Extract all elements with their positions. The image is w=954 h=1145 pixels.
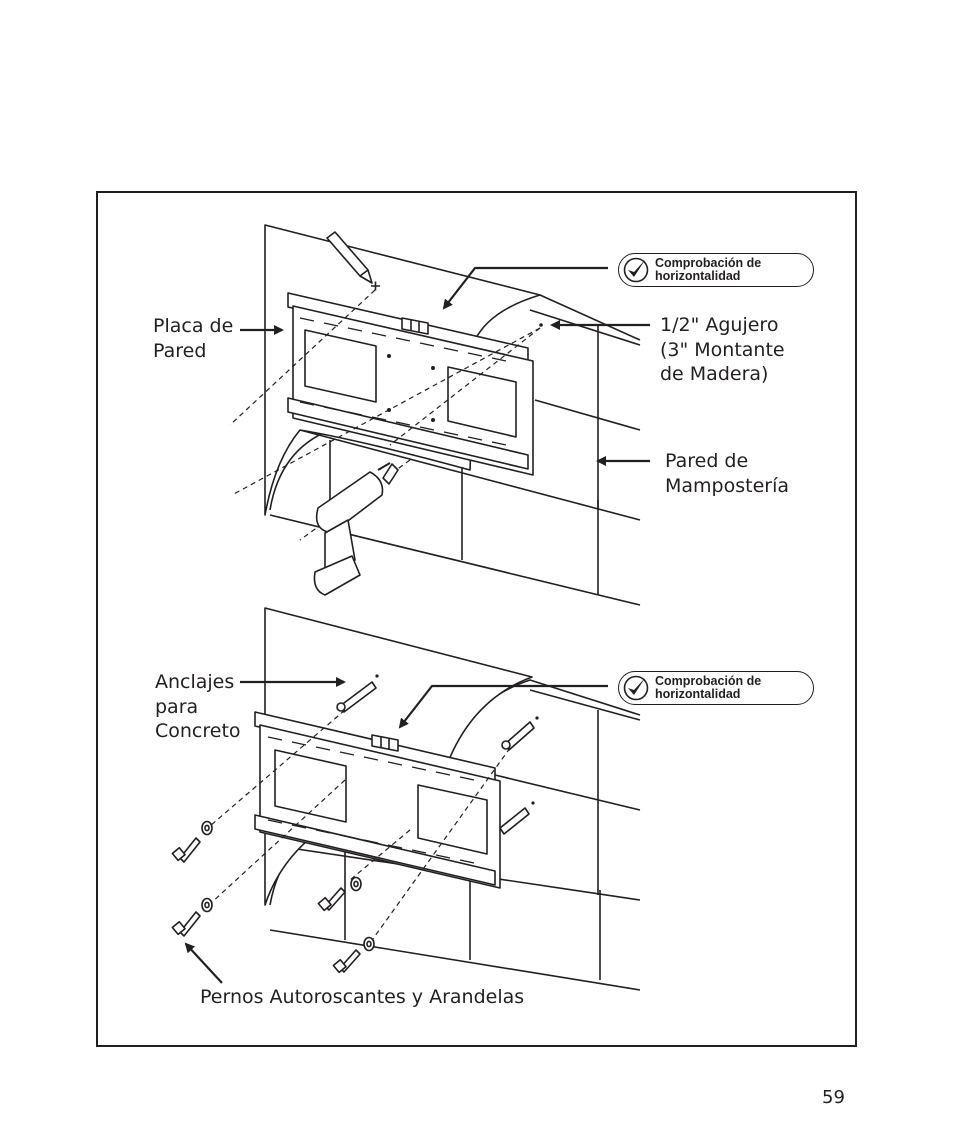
level-check-text: Comprobación de horizontalidad [655, 674, 762, 701]
lag-bolts-label: Pernos Autoroscantes y Arandelas [200, 986, 525, 1008]
top-scene [229, 224, 641, 606]
pencil-icon [326, 231, 373, 284]
check-icon [623, 257, 649, 283]
hole-label: 1/2" Agujero (3" Montante de Madera) [660, 314, 785, 385]
level-icon [401, 317, 429, 335]
level-check-badge-bottom: Comprobación de horizontalidad [618, 671, 814, 705]
check-icon [623, 675, 649, 701]
bottom-scene [171, 607, 641, 991]
drill-icon [313, 462, 399, 596]
concrete-anchors-label: Anclajes para Concreto [155, 671, 241, 742]
wall-plate-top [287, 292, 534, 476]
pencil-mark [371, 281, 380, 291]
level-check-text: Comprobación de horizontalidad [655, 256, 762, 283]
arrow-icon [184, 266, 650, 984]
page-number: 59 [822, 1087, 845, 1108]
wall-plate-label: Placa de Pared [153, 315, 234, 362]
bolt-icon [171, 837, 361, 974]
level-check-badge-top: Comprobación de horizontalidad [618, 253, 814, 287]
masonry-wall-label: Pared de Mampostería [665, 450, 790, 497]
level-icon [371, 734, 399, 752]
washer-icon [201, 820, 375, 952]
hole-mark [539, 323, 543, 327]
anchor-icon [336, 674, 539, 835]
